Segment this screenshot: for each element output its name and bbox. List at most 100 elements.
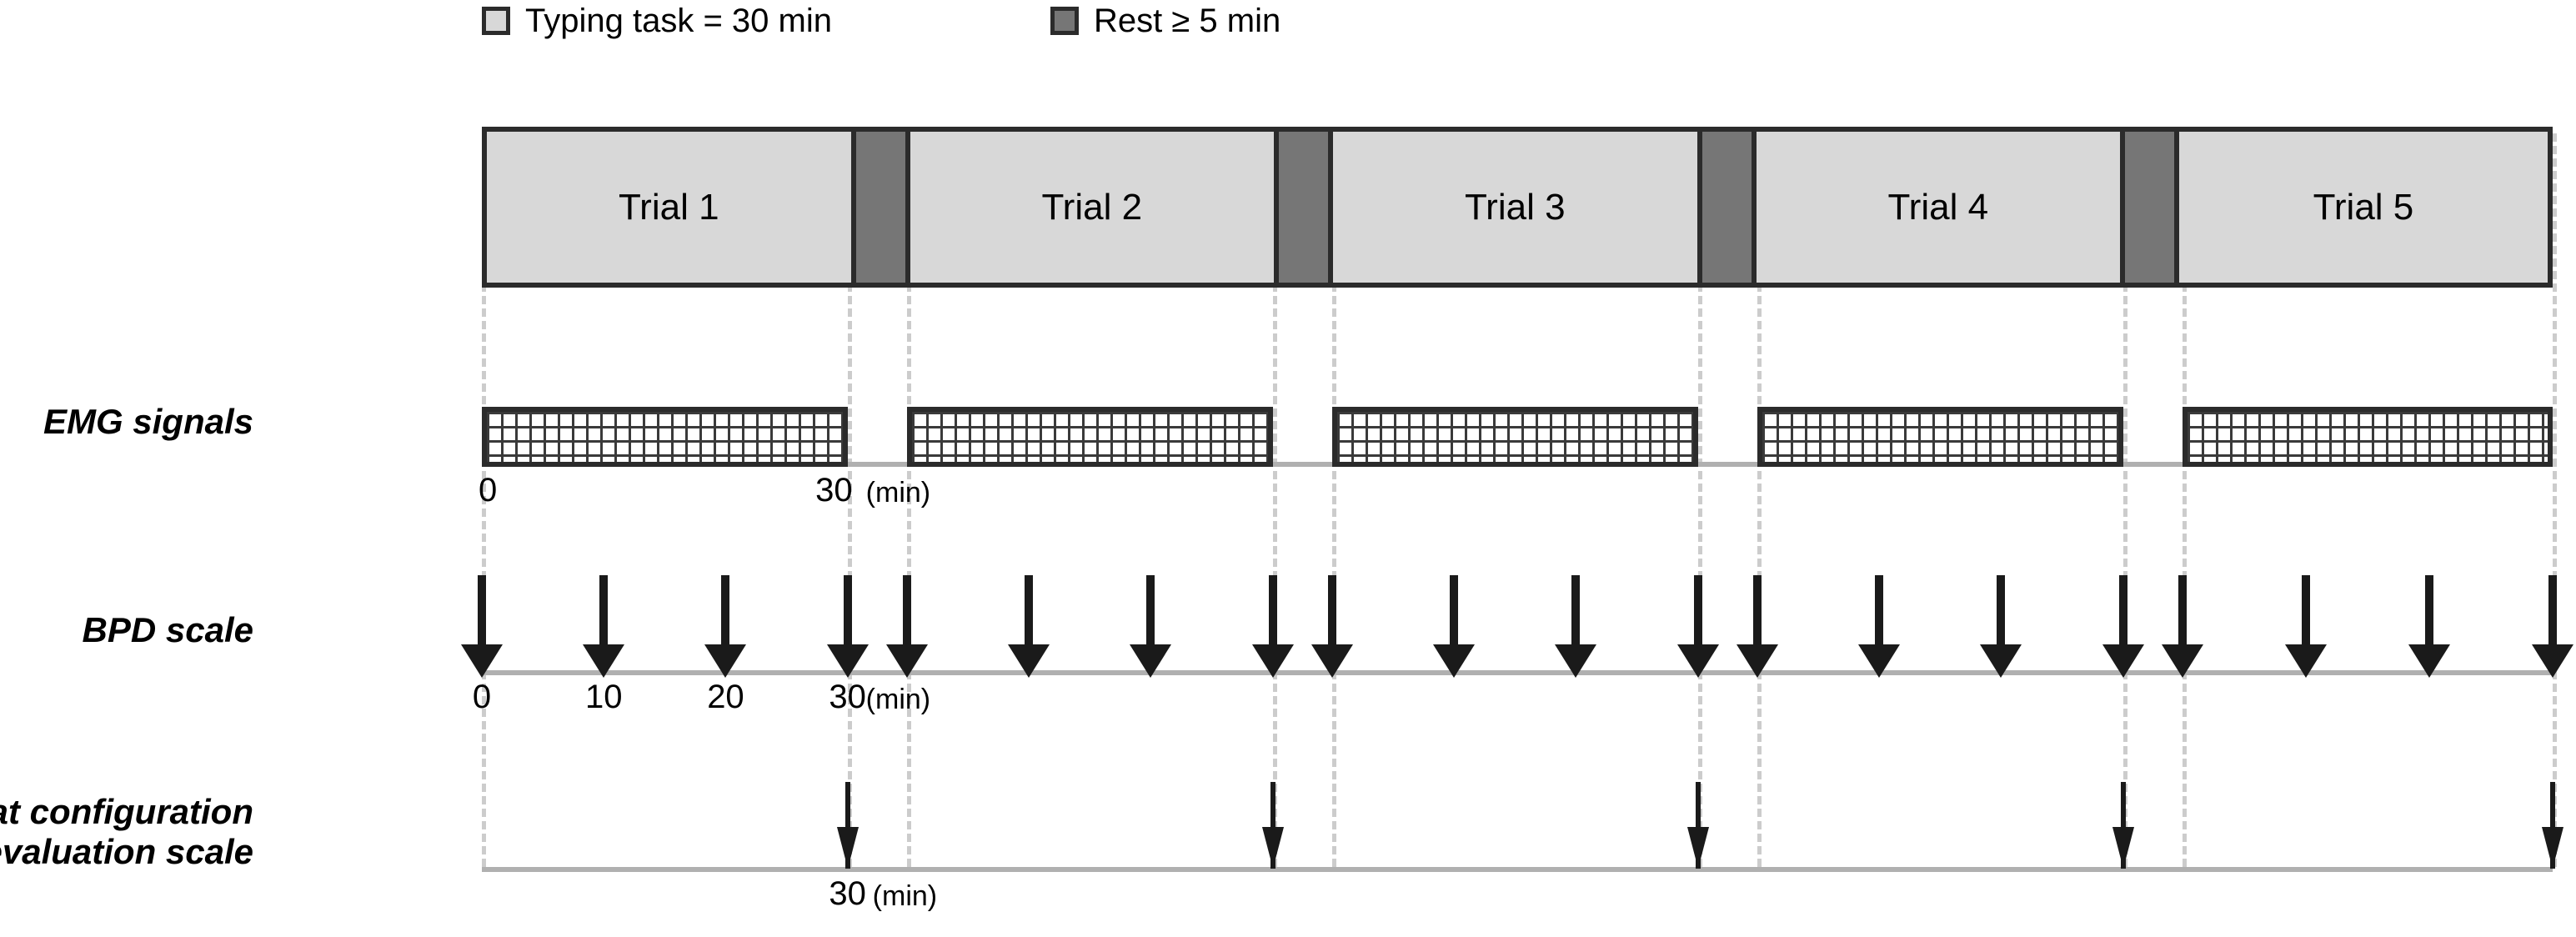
arrow-shaft [2118, 575, 2127, 652]
bpd-tick-label: 30 [829, 679, 866, 715]
legend: Typing task = 30 min Rest ≥ 5 min [482, 2, 1280, 40]
emg-signal-bar [906, 407, 1273, 467]
arrow-shaft [2548, 575, 2557, 652]
bpd-tick-label: 0 [472, 679, 492, 715]
arrow-shaft [1450, 575, 1459, 652]
arrow-head-icon [583, 644, 625, 678]
arrow-head-icon [2542, 827, 2563, 869]
trial-block: Trial 3 [1333, 132, 1697, 283]
guide-line [1757, 133, 1762, 867]
arrow-head-icon [1261, 827, 1284, 869]
arrow-shaft [721, 575, 730, 652]
arrow-head-icon [1130, 644, 1172, 678]
legend-label-typing-task: Typing task = 30 min [525, 3, 832, 39]
trial-label: Trial 1 [618, 186, 719, 228]
legend-item-rest: Rest ≥ 5 min [1050, 4, 1280, 38]
square-swatch-icon-rest [1050, 7, 1079, 35]
guide-line [2122, 133, 2127, 867]
row-label-bpd-scale: BPD scale [82, 610, 253, 649]
rest-block [2120, 132, 2179, 283]
arrow-shaft [1695, 782, 1701, 869]
guide-line [1697, 133, 1702, 867]
arrow-head-icon [2161, 644, 2203, 678]
emg-axis-unit: (min) [865, 477, 931, 509]
trial-label: Trial 2 [1041, 186, 1143, 228]
arrow-head-icon [1676, 644, 1719, 678]
trial-block: Trial 1 [487, 132, 851, 283]
seat-baseline [482, 867, 2553, 872]
guide-line [1331, 133, 1336, 867]
emg-signal-bar [482, 407, 848, 467]
arrow-head-icon [2532, 644, 2573, 678]
arrow-shaft [844, 782, 850, 869]
trial-sequence-bar: Trial 1 Trial 2 Trial 3 Trial 4 Trial 5 [482, 127, 2553, 288]
arrow-shaft [1146, 575, 1155, 652]
arrow-shaft [1571, 575, 1581, 652]
arrow-head-icon [1858, 644, 1901, 678]
seat-axis-unit: (min) [872, 880, 938, 912]
arrow-shaft [1268, 575, 1277, 652]
emg-tick-start: 0 [479, 472, 498, 509]
arrow-shaft [1270, 782, 1275, 869]
arrow-head-icon [704, 644, 747, 678]
trial-block: Trial 5 [2179, 132, 2548, 283]
arrow-head-icon [836, 827, 859, 869]
rest-block [1274, 132, 1333, 283]
arrow-shaft [2120, 782, 2126, 869]
emg-signal-bar [1331, 407, 1698, 467]
arrow-head-icon [1311, 644, 1353, 678]
rest-block [1696, 132, 1757, 283]
arrow-shaft [1327, 575, 1336, 652]
arrow-head-icon [1686, 827, 1709, 869]
emg-signals-row: 0 30 (min) [479, 407, 2553, 509]
arrow-head-icon [1980, 644, 2022, 678]
legend-label-rest: Rest ≥ 5 min [1093, 3, 1281, 39]
arrow-shaft [2550, 782, 2555, 869]
trial-label: Trial 3 [1464, 186, 1566, 228]
arrow-shaft [902, 575, 911, 652]
arrow-head-icon [826, 644, 869, 678]
trial-label: Trial 5 [2313, 186, 2414, 228]
seat-tick-30: 30 [829, 875, 866, 912]
row-label-seat-configuration: Seat configuration evaluation scale [0, 792, 253, 871]
arrow-shaft [1025, 575, 1034, 652]
arrow-head-icon [885, 644, 928, 678]
legend-item-typing-task: Typing task = 30 min [482, 4, 832, 38]
arrow-head-icon [461, 644, 503, 678]
guide-line [847, 133, 852, 867]
arrow-head-icon [1736, 644, 1778, 678]
timeline-plot-area: Trial 1 Trial 2 Trial 3 Trial 4 Trial 5 0 30… [461, 0, 2573, 937]
trial-label: Trial 4 [1887, 186, 1989, 228]
guide-line [906, 133, 911, 867]
arrow-shaft [843, 575, 852, 652]
arrow-head-icon [1251, 644, 1294, 678]
emg-signal-bar [2182, 407, 2553, 467]
bpd-axis-unit: (min) [865, 684, 931, 715]
bpd-tick-label: 10 [584, 679, 623, 715]
arrow-head-icon [1433, 644, 1476, 678]
trial-block: Trial 2 [910, 132, 1275, 283]
trial-block: Trial 4 [1756, 132, 2121, 283]
arrow-shaft [1997, 575, 2006, 652]
bpd-baseline [482, 670, 2553, 675]
arrow-shaft [2301, 575, 2310, 652]
guide-line [2182, 133, 2187, 867]
arrow-shaft [1875, 575, 1884, 652]
arrow-head-icon [2112, 827, 2134, 869]
arrow-head-icon [2102, 644, 2144, 678]
arrow-head-icon [2408, 644, 2450, 678]
arrow-head-icon [1555, 644, 1597, 678]
arrow-shaft [599, 575, 609, 652]
arrow-shaft [2178, 575, 2187, 652]
arrow-shaft [2424, 575, 2433, 652]
arrow-shaft [1693, 575, 1702, 652]
arrow-shaft [478, 575, 486, 652]
row-label-emg-signals: EMG signals [43, 402, 253, 441]
guide-line [1272, 133, 1277, 867]
arrow-shaft [1752, 575, 1762, 652]
guide-line [482, 133, 486, 867]
emg-tick-end: 30 [815, 472, 853, 509]
square-swatch-icon-task [482, 7, 510, 35]
